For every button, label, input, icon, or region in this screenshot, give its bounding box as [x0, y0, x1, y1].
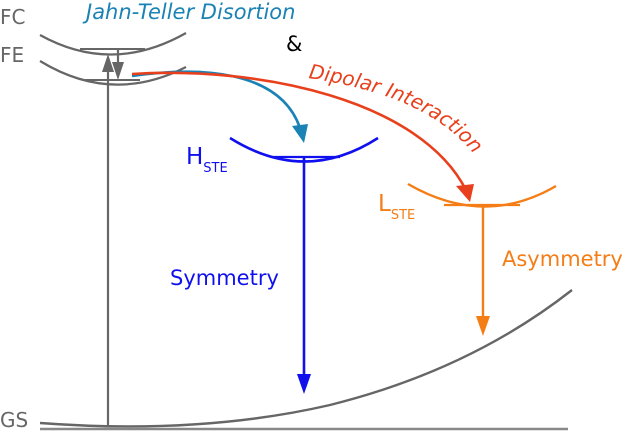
- symmetry-label: Symmetry: [170, 266, 279, 290]
- jahn-teller-label: Jahn-Teller Disortion: [82, 0, 295, 24]
- symmetry-emission-arrowhead: [297, 374, 311, 394]
- dipolar-arrowhead: [456, 184, 474, 202]
- gs-label: GS: [0, 408, 28, 432]
- asymmetry-emission-arrowhead: [476, 316, 490, 336]
- lste-label: LSTE: [378, 191, 415, 223]
- lste-label-sub: STE: [391, 208, 415, 223]
- hste-label: HSTE: [186, 144, 228, 176]
- jahn-teller-arrow: [131, 70, 302, 129]
- gs-potential-curve: [39, 289, 573, 428]
- lste-label-main: L: [378, 191, 391, 217]
- fc-label: FC: [0, 5, 25, 29]
- fc-potential-curve: [39, 32, 187, 56]
- fe-label: FE: [0, 43, 24, 67]
- absorption-arrowhead: [102, 54, 114, 72]
- hste-label-sub: STE: [203, 161, 227, 176]
- hste-label-main: H: [186, 144, 203, 170]
- relaxation-arrowhead: [112, 62, 124, 80]
- dipolar-arrow: [131, 71, 468, 191]
- ampersand-label: &: [286, 32, 302, 56]
- fe-potential-curve: [39, 60, 187, 86]
- jahn-teller-arrowhead: [292, 124, 308, 143]
- lste-potential-curve: [407, 182, 557, 208]
- dipolar-label: Dipolar Interaction: [307, 59, 488, 157]
- asymmetry-label: Asymmetry: [502, 247, 623, 271]
